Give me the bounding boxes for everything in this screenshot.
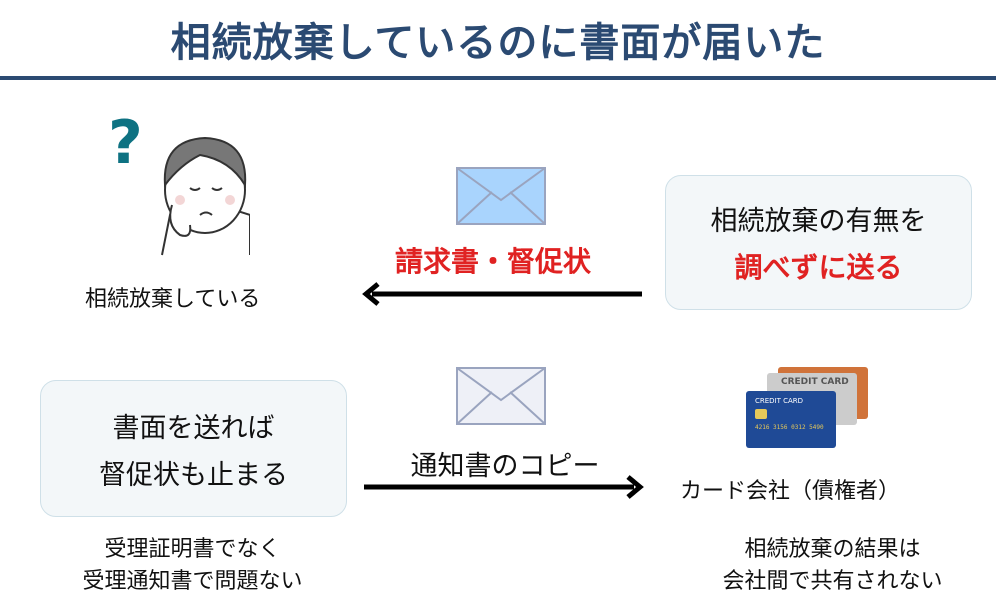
- notice-copy-label: 通知書のコピー: [410, 451, 600, 482]
- arrow-right-icon: [364, 475, 644, 499]
- sender-box-line1: 相続放棄の有無を: [710, 206, 927, 237]
- middle-card-text: CREDIT CARD: [781, 377, 849, 387]
- invoice-label: 請求書・督促状: [395, 245, 592, 278]
- person-label: 相続放棄している: [85, 287, 261, 312]
- advice-box-line2: 督促状も止まる: [99, 459, 288, 491]
- confused-person-icon: ?: [108, 108, 250, 256]
- sender-box: 相続放棄の有無を 調べずに送る: [665, 175, 972, 310]
- svg-text:?: ?: [108, 108, 143, 178]
- title-divider: [0, 76, 996, 80]
- envelope-icon: [456, 167, 546, 225]
- envelope-icon: [456, 367, 546, 425]
- svg-text:4216 3156 0312 5490: 4216 3156 0312 5490: [755, 424, 824, 431]
- note-right: 相続放棄の結果は 会社間で共有されない: [680, 534, 985, 598]
- note-right-line2: 会社間で共有されない: [722, 569, 943, 594]
- chip-icon: [755, 409, 767, 419]
- front-card-text: CREDIT CARD: [755, 397, 803, 405]
- arrow-left-icon: [362, 282, 642, 306]
- advice-box: 書面を送れば 督促状も止まる: [40, 380, 347, 517]
- note-right-line1: 相続放棄の結果は: [744, 537, 921, 562]
- card-company-label: カード会社（債権者）: [680, 479, 901, 504]
- front-card: [746, 391, 836, 448]
- note-left-line2: 受理通知書で問題ない: [82, 569, 303, 594]
- advice-box-line1: 書面を送れば: [112, 412, 275, 444]
- page-title: 相続放棄しているのに書面が届いた: [170, 20, 826, 66]
- note-left: 受理証明書でなく 受理通知書で問題ない: [40, 534, 345, 598]
- sender-box-line2: 調べずに送る: [734, 251, 903, 284]
- note-left-line1: 受理証明書でなく: [104, 537, 281, 562]
- credit-cards-icon: CREDIT CARD CREDIT CARD 4216 3156 0312 5…: [746, 367, 868, 448]
